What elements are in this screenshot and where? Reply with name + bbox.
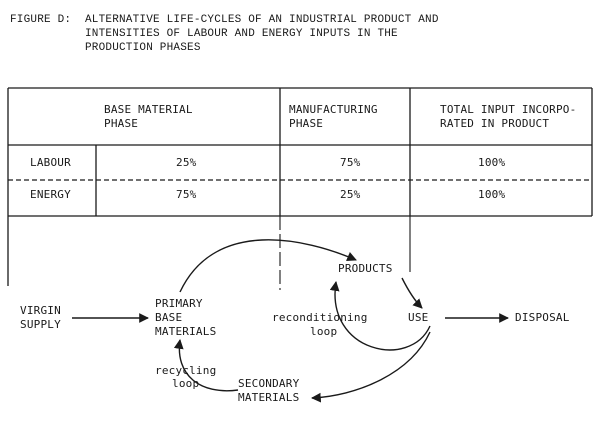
node-disposal: DISPOSAL bbox=[515, 311, 570, 324]
header-base-material-line-1: BASE MATERIAL bbox=[104, 103, 193, 116]
header-total-input-line-1: TOTAL INPUT INCORPO- bbox=[440, 103, 577, 116]
node-primary-line-1: PRIMARY bbox=[155, 297, 203, 310]
node-products: PRODUCTS bbox=[338, 262, 393, 275]
reconditioning-loop-label-line-1: reconditioning bbox=[272, 311, 368, 324]
row-energy-base-value: 75% bbox=[176, 188, 197, 201]
arrow-reconditioning-loop bbox=[329, 281, 431, 351]
row-labour-manufacturing-value: 75% bbox=[340, 156, 361, 169]
header-manufacturing-line-1: MANUFACTURING bbox=[289, 103, 378, 116]
figure-title-line-2: INTENSITIES OF LABOUR AND ENERGY INPUTS … bbox=[85, 28, 398, 40]
node-primary-line-2: BASE bbox=[155, 311, 183, 324]
node-virgin-supply-line-2: SUPPLY bbox=[20, 318, 61, 331]
row-labour-label: LABOUR bbox=[30, 156, 71, 169]
row-energy-label: ENERGY bbox=[30, 188, 71, 201]
row-energy-total-value: 100% bbox=[478, 188, 506, 201]
reconditioning-loop-label-line-2: loop bbox=[310, 325, 338, 338]
recycling-loop-label-line-1: recycling bbox=[155, 364, 217, 377]
node-secondary-line-1: SECONDARY bbox=[238, 377, 300, 390]
node-primary-line-3: MATERIALS bbox=[155, 325, 217, 338]
node-virgin-supply-line-1: VIRGIN bbox=[20, 304, 61, 317]
arrow-primary-to-products bbox=[179, 239, 357, 293]
row-energy-manufacturing-value: 25% bbox=[340, 188, 361, 201]
row-labour-total-value: 100% bbox=[478, 156, 506, 169]
header-base-material-line-2: PHASE bbox=[104, 117, 139, 130]
figure-label: FIGURE D: bbox=[10, 14, 72, 26]
recycling-loop-label-line-2: loop bbox=[172, 377, 200, 390]
node-use: USE bbox=[408, 311, 429, 324]
arrow-products-to-use bbox=[401, 277, 423, 309]
row-labour-base-value: 25% bbox=[176, 156, 197, 169]
node-secondary-line-2: MATERIALS bbox=[238, 391, 300, 404]
arrow-recycling-loop bbox=[173, 339, 239, 392]
figure-title-line-1: ALTERNATIVE LIFE-CYCLES OF AN INDUSTRIAL… bbox=[85, 14, 439, 26]
arrow-use-to-secondary bbox=[311, 331, 431, 403]
header-manufacturing-line-2: PHASE bbox=[289, 117, 324, 130]
figure-title-line-3: PRODUCTION PHASES bbox=[85, 42, 201, 54]
header-total-input-line-2: RATED IN PRODUCT bbox=[440, 117, 550, 130]
